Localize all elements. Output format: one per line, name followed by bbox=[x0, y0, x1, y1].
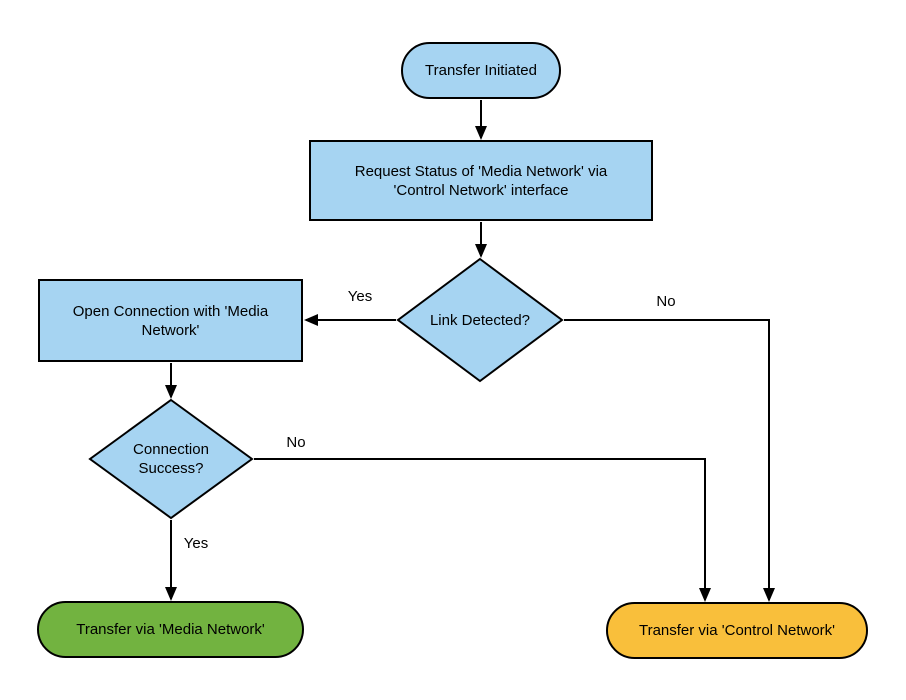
edge-link-detected-no-to-transfer-control bbox=[564, 319, 775, 602]
node-open-connection-process bbox=[38, 279, 303, 362]
edge-connection-success-no-to-transfer-control bbox=[254, 458, 711, 602]
node-transfer-control-terminator bbox=[606, 602, 868, 659]
node-start-terminator bbox=[401, 42, 561, 99]
node-transfer-media-terminator bbox=[37, 601, 304, 658]
node-request-status-process bbox=[309, 140, 653, 221]
node-link-detected-decision bbox=[396, 257, 564, 383]
node-connection-success-decision bbox=[88, 398, 254, 520]
